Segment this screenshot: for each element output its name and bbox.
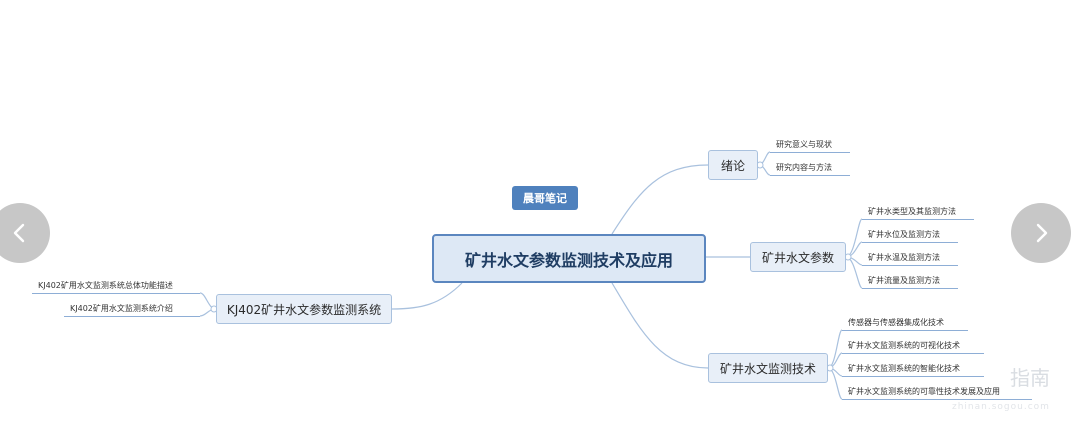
leaf-underline: [842, 376, 984, 377]
watermark-url: zhinan.sogou.com: [952, 402, 1050, 412]
leaf-tech-1[interactable]: 传感器与传感器集成化技术: [848, 318, 944, 327]
leaf-underline: [842, 399, 1032, 400]
leaf-tech-4[interactable]: 矿井水文监测系统的可靠性技术发展及应用: [848, 387, 1000, 396]
leaf-underline: [862, 288, 958, 289]
connector-root-to-intro: [611, 164, 709, 235]
next-button[interactable]: [1011, 203, 1071, 263]
leaf-underline: [842, 330, 968, 331]
leaf-system-2[interactable]: KJ402矿用水文监测系统介绍: [70, 304, 173, 313]
leaf-intro-1[interactable]: 研究意义与现状: [776, 140, 832, 149]
leaf-underline: [862, 219, 974, 220]
leaf-params-4[interactable]: 矿井流量及监测方法: [868, 276, 940, 285]
connector-root-to-system: [391, 282, 463, 310]
leaf-params-3[interactable]: 矿井水温及监测方法: [868, 253, 940, 262]
leaf-params-2[interactable]: 矿井水位及监测方法: [868, 230, 940, 239]
leaf-tech-2[interactable]: 矿井水文监测系统的可视化技术: [848, 341, 960, 350]
leaf-underline: [862, 265, 958, 266]
connector-system-leaves: [199, 292, 217, 317]
chevron-left-icon: [13, 223, 25, 243]
prev-button[interactable]: [0, 203, 50, 263]
branch-hydro-params[interactable]: 矿井水文参数: [750, 242, 846, 272]
watermark-text: 指南: [1010, 366, 1050, 390]
leaf-underline: [770, 175, 850, 176]
root-topic[interactable]: 矿井水文参数监测技术及应用: [432, 234, 706, 283]
leaf-tech-3[interactable]: 矿井水文监测系统的智能化技术: [848, 364, 960, 373]
leaf-underline: [770, 152, 850, 153]
chevron-right-icon: [1036, 223, 1048, 243]
branch-intro[interactable]: 绪论: [708, 150, 758, 180]
leaf-system-1[interactable]: KJ402矿用水文监测系统总体功能描述: [38, 281, 173, 290]
connector-root-to-tech: [611, 282, 709, 369]
leaf-underline: [32, 293, 200, 294]
leaf-underline: [842, 353, 984, 354]
leaf-intro-2[interactable]: 研究内容与方法: [776, 163, 832, 172]
leaf-params-1[interactable]: 矿井水类型及其监测方法: [868, 207, 956, 216]
note-tag: 晨哥笔记: [512, 186, 578, 210]
leaf-underline: [862, 242, 958, 243]
connector-params-leaves: [845, 218, 863, 289]
branch-monitoring-tech[interactable]: 矿井水文监测技术: [708, 353, 828, 383]
leaf-underline: [64, 316, 200, 317]
branch-kj402-system[interactable]: KJ402矿井水文参数监测系统: [216, 294, 392, 324]
connector-tech-leaves: [827, 329, 843, 400]
